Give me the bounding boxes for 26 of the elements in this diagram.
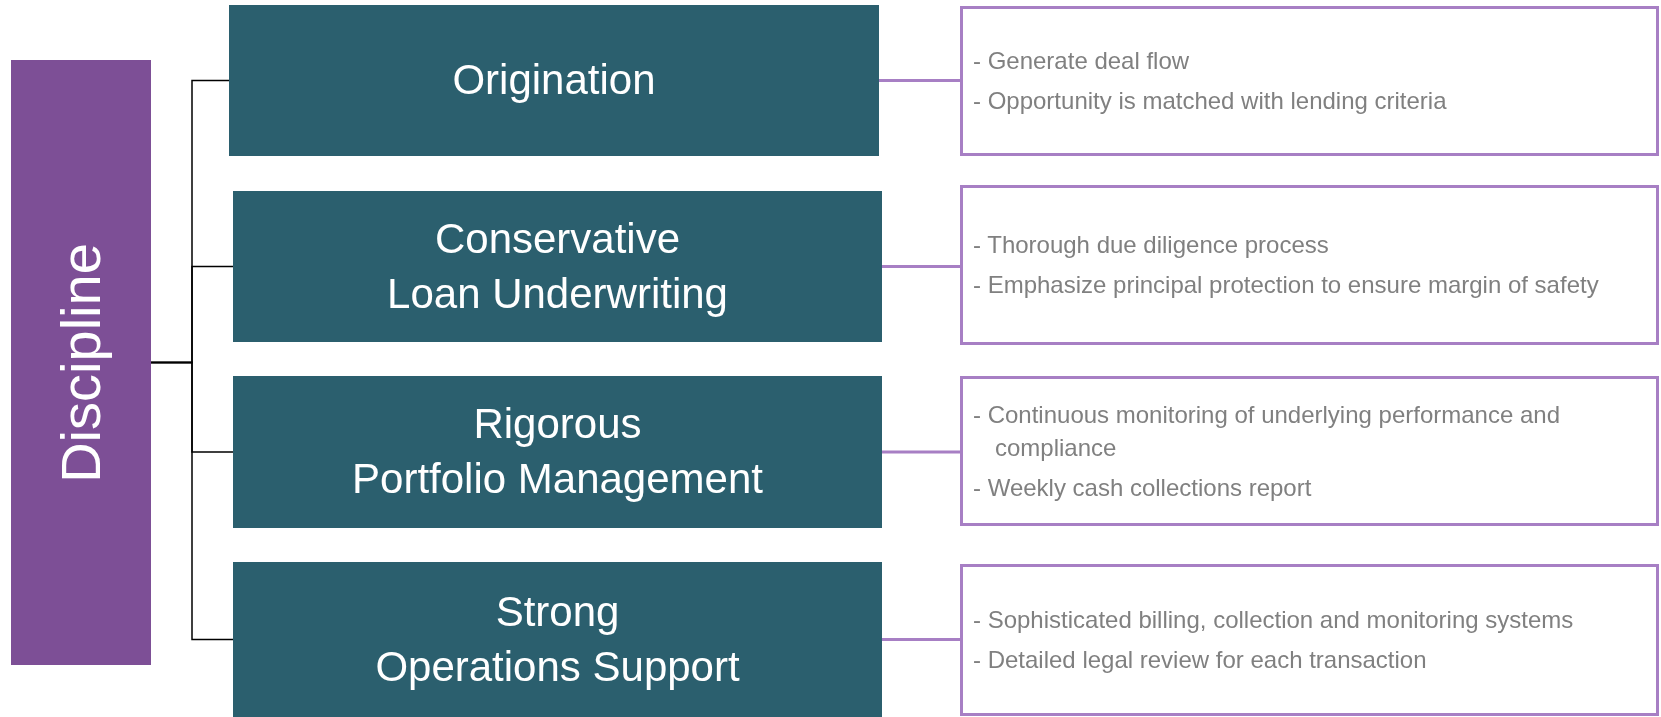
detail-box bbox=[960, 6, 1659, 156]
bullet-text: - Detailed legal review for each transaction bbox=[973, 645, 1428, 675]
detail-box bbox=[960, 185, 1659, 345]
bullet-text: - Thorough due diligence process bbox=[973, 230, 1330, 261]
connector-line bbox=[150, 361, 234, 641]
stage-title: Strong Operations Support bbox=[375, 586, 740, 692]
bullet-text: - Generate deal flow bbox=[973, 46, 1191, 77]
connector-line bbox=[882, 638, 960, 641]
stage-title: Origination bbox=[452, 55, 656, 106]
detail-box bbox=[960, 564, 1659, 716]
stage-title: Rigorous Portfolio Management bbox=[352, 399, 763, 504]
connector-line bbox=[882, 450, 960, 454]
connector-line bbox=[882, 265, 960, 268]
stage-box bbox=[233, 191, 882, 342]
bullet-text: - Continuous monitoring of underlying performance and compliance bbox=[973, 399, 1561, 464]
stage-title: Conservative Loan Underwriting bbox=[387, 213, 728, 319]
bullet-text: - Opportunity is matched with lending criteria bbox=[973, 86, 1448, 116]
stage-box bbox=[233, 562, 882, 717]
bullet-text: - Weekly cash collections report bbox=[973, 472, 1313, 503]
stage-box bbox=[233, 376, 882, 528]
bullet-text: - Emphasize principal protection to ensure margin of safety bbox=[973, 270, 1600, 300]
connector-line bbox=[879, 79, 960, 82]
stage-box bbox=[229, 5, 879, 156]
bullet-text: - Sophisticated billing, collection and monitoring systems bbox=[973, 605, 1575, 636]
detail-box bbox=[960, 376, 1659, 526]
category-bar bbox=[11, 60, 151, 665]
